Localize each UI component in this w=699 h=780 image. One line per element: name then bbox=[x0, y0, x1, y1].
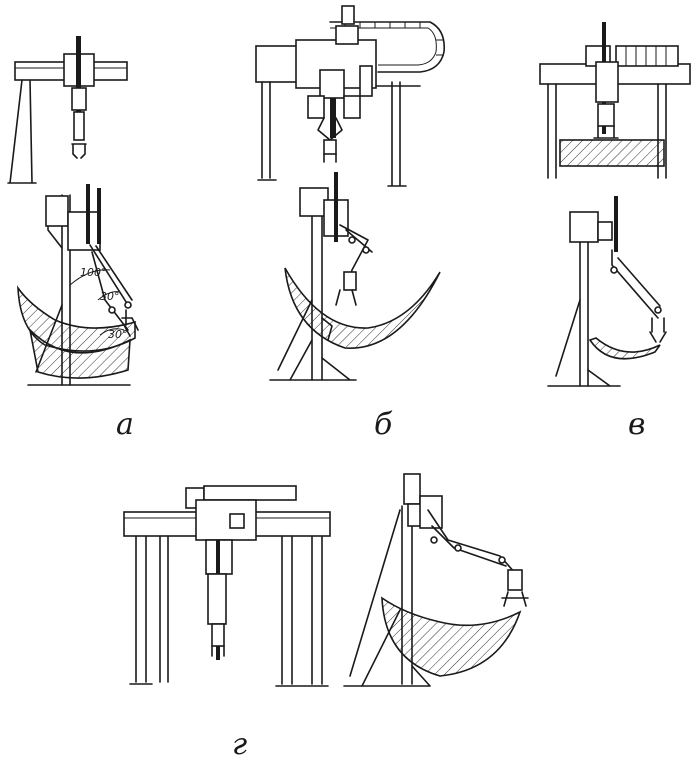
scheme-label-a: а bbox=[116, 407, 134, 442]
angle-label-2: 30° bbox=[100, 290, 120, 303]
scheme-b-side-view bbox=[269, 172, 441, 381]
scheme-label-b: б bbox=[374, 407, 393, 442]
scheme-g-side-view bbox=[343, 473, 529, 687]
scheme-g-gantry bbox=[123, 485, 331, 687]
scheme-a-side-view: 100° 30° 30° bbox=[17, 184, 139, 386]
scheme-a-gantry bbox=[7, 36, 128, 184]
scheme-label-g: г bbox=[232, 727, 248, 762]
angle-label-1: 100° bbox=[80, 266, 107, 279]
scheme-v-side-view bbox=[547, 196, 667, 387]
scheme-b-gantry bbox=[255, 5, 446, 187]
angle-label-3: 30° bbox=[108, 328, 128, 341]
scheme-label-v: в bbox=[628, 407, 646, 442]
scheme-v-gantry bbox=[539, 22, 691, 179]
